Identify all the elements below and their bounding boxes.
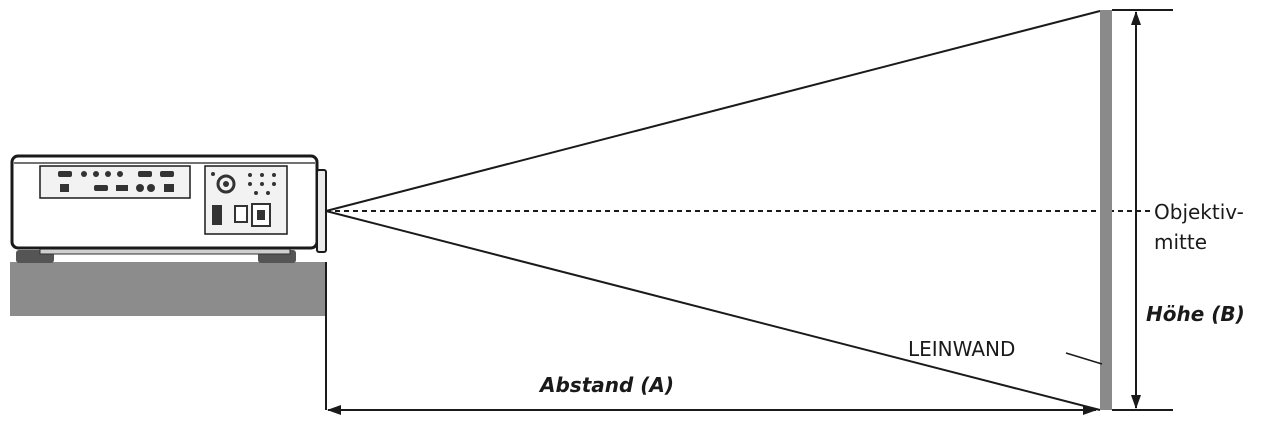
io-ports bbox=[58, 171, 174, 192]
io-panel bbox=[39, 165, 191, 199]
height-label: Höhe (B) bbox=[1146, 302, 1245, 326]
projection-ray-top bbox=[325, 10, 1101, 212]
table-stand bbox=[10, 262, 325, 316]
power-section bbox=[212, 203, 271, 227]
lens-center-label-line1: Objektiv- bbox=[1154, 200, 1244, 224]
projection-ray-bottom bbox=[325, 210, 1101, 411]
lens-center-label-line2: mitte bbox=[1154, 230, 1207, 254]
control-buttons bbox=[211, 172, 276, 195]
distance-label: Abstand (A) bbox=[538, 373, 674, 397]
screen-label: LEINWAND bbox=[908, 337, 1015, 361]
projector bbox=[10, 154, 327, 263]
screen-leader-line bbox=[1065, 352, 1103, 365]
screen bbox=[1100, 10, 1112, 410]
projector-lens-ring bbox=[316, 169, 327, 253]
